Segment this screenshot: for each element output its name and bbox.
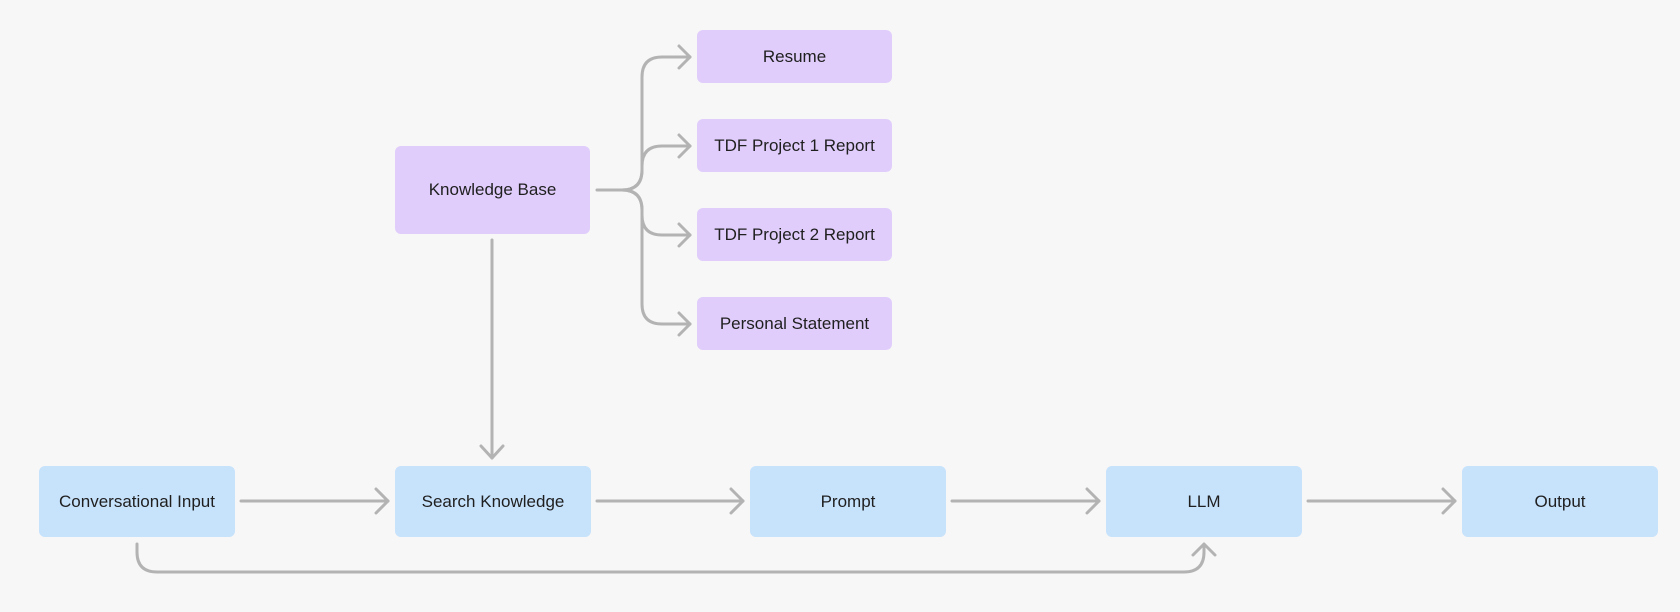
document-label: Resume xyxy=(762,46,827,66)
output-label: Output xyxy=(1534,491,1586,511)
prompt-label: Prompt xyxy=(820,491,876,511)
knowledge-base-label: Knowledge Base xyxy=(428,180,557,199)
arrowhead-project-1 xyxy=(677,133,692,159)
prompt-node[interactable]: Prompt xyxy=(750,466,946,537)
arrowhead-resume xyxy=(677,44,692,70)
conversational-input-node[interactable]: Conversational Input xyxy=(39,466,235,537)
llm-to-output-arrowhead xyxy=(1441,487,1457,515)
document-label: TDF Project 1 Report xyxy=(714,135,875,155)
document-label: Personal Statement xyxy=(719,313,870,333)
arrowhead-personal-statement xyxy=(677,311,692,337)
document-node-personal-statement[interactable]: Personal Statement xyxy=(697,297,892,350)
search-knowledge-label: Search Knowledge xyxy=(421,491,565,511)
pipeline-connectors xyxy=(239,487,1457,515)
conversational-input-label: Conversational Input xyxy=(59,491,215,511)
llm-label: LLM xyxy=(1187,491,1221,511)
search-knowledge-node[interactable]: Search Knowledge xyxy=(395,466,591,537)
document-node-project-2-report[interactable]: TDF Project 2 Report xyxy=(697,208,892,261)
ci-to-sk-arrowhead xyxy=(374,487,390,515)
knowledge-base-node[interactable]: Knowledge Base xyxy=(395,146,590,234)
sk-to-prompt-arrowhead xyxy=(729,487,745,515)
document-label: TDF Project 2 Report xyxy=(714,224,875,244)
output-node[interactable]: Output xyxy=(1462,466,1658,537)
brace-to-personal-statement xyxy=(620,188,692,326)
llm-node[interactable]: LLM xyxy=(1106,466,1302,537)
arrowhead-project-2 xyxy=(677,222,692,248)
document-node-resume[interactable]: Resume xyxy=(697,30,892,83)
brace-to-project-1 xyxy=(620,144,692,192)
prompt-to-llm-arrowhead xyxy=(1085,487,1101,515)
document-node-project-1-report[interactable]: TDF Project 1 Report xyxy=(697,119,892,172)
ci-to-llm-bypass-connector xyxy=(135,542,1217,574)
kb-to-search-connector xyxy=(479,238,505,460)
brace-to-project-2 xyxy=(620,188,692,237)
kb-branch-connectors xyxy=(595,44,692,337)
